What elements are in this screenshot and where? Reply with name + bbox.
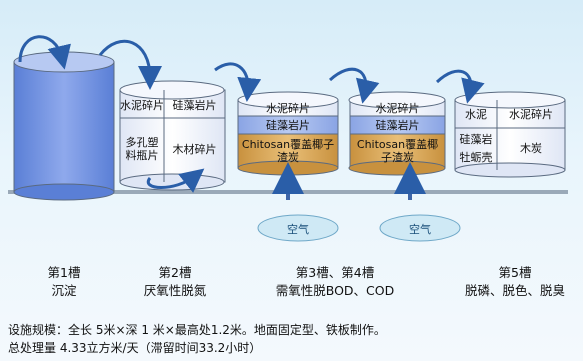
tank5-media-4: 牡蛎壳	[459, 150, 493, 164]
flow-arrow	[435, 69, 485, 104]
flow-arrows	[18, 35, 485, 200]
tank2-media-3: 多孔塑料瓶片	[125, 136, 159, 162]
air-bubble-1	[257, 214, 339, 242]
tank2-function: 厌氧性脱氮	[143, 283, 207, 298]
tank2-media-2: 硅藻岩片	[172, 98, 217, 112]
tank3-media-1: 水泥碎片	[266, 101, 310, 115]
flow-arrow	[98, 39, 162, 90]
tank5-name: 第5槽	[498, 265, 532, 280]
tank2-media-1: 水泥碎片	[120, 98, 164, 112]
flow-arrow	[214, 62, 262, 102]
tank4-media-1: 水泥碎片	[375, 101, 420, 115]
tank2-name: 第2槽	[158, 265, 192, 280]
tank2-media-4: 木材碎片	[172, 142, 217, 156]
capacity-note: 总处理量 4.33立方米/天（滞留时间33.2小时）	[8, 341, 262, 355]
air-bubble-2	[379, 214, 461, 242]
tank-1	[13, 51, 115, 201]
tank5-media-1: 水泥	[465, 107, 487, 121]
facility-scale-note: 设施规模：全长 5米×深 1 米×最高处1.2米。地面固定型、铁板制作。	[8, 323, 386, 337]
tank4-media-3: Chitosan覆盖椰子渣炭	[356, 138, 439, 164]
tank3-media-2: 硅藻岩片	[266, 119, 310, 132]
tank1-function: 沉淀	[51, 283, 77, 298]
tank3-name: 第3槽、第4槽	[295, 265, 375, 280]
flow-arrow	[18, 35, 71, 70]
tank5-media-2: 水泥碎片	[509, 107, 553, 121]
tank5-media-3: 硅藻岩	[459, 132, 493, 146]
tank4-media-2: 硅藻岩片	[375, 119, 420, 132]
flow-arrow	[146, 168, 205, 193]
tank3-function: 需氧性脱BOD、COD	[275, 283, 395, 298]
tank5-media-5: 木炭	[520, 141, 542, 155]
tank5-function: 脱磷、脱色、脱臭	[464, 283, 565, 298]
tank-2	[119, 80, 226, 191]
flow-arrow	[328, 67, 380, 104]
treatment-diagram	[8, 35, 568, 242]
air-label-1: 空气	[287, 223, 309, 236]
tank3-media-3: Chitosan覆盖椰子渣炭	[241, 138, 335, 164]
tank1-name: 第1槽	[47, 265, 81, 280]
air-label-2: 空气	[409, 223, 431, 236]
